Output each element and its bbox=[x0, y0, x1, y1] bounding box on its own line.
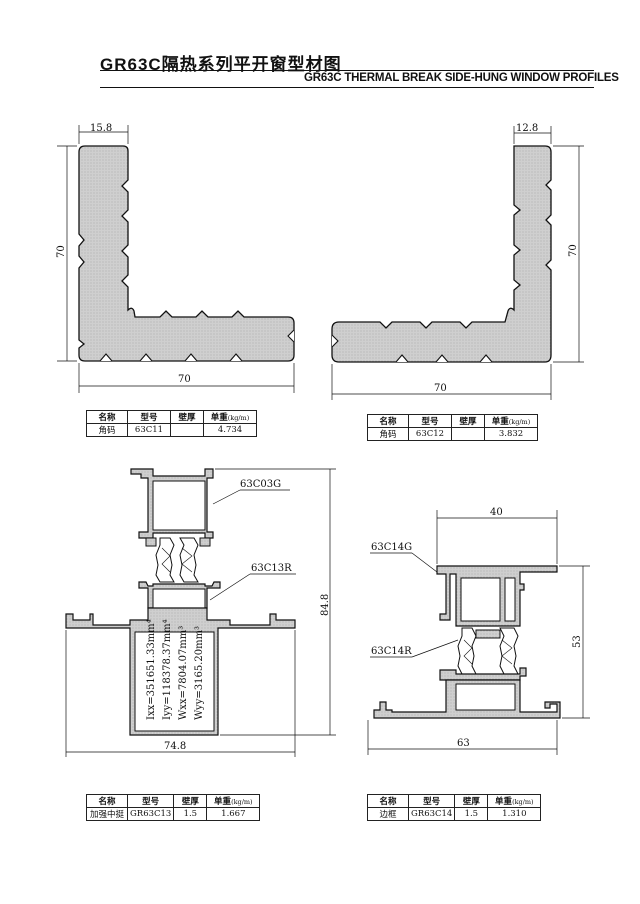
cell-weight: 1.310 bbox=[487, 807, 542, 821]
cell-name: 角码 bbox=[367, 427, 409, 441]
th-weight: 单重(kg/m) bbox=[206, 794, 261, 808]
prop-wxx: Wxx=7804.07mm³ bbox=[178, 626, 189, 720]
cell-model: GR63C14 bbox=[407, 807, 456, 821]
spec-table-gr63c13: 名称 型号 壁厚 单重(kg/m) 加强中挺 GR63C13 1.5 1.667 bbox=[86, 794, 261, 821]
dim-c12-width: 70 bbox=[434, 383, 447, 394]
dim-c12-top: 12.8 bbox=[516, 123, 538, 134]
dim-c14-top: 40 bbox=[490, 507, 503, 518]
cell-wall: 1.5 bbox=[454, 807, 489, 821]
table-row: 角码 63C12 3.832 bbox=[367, 427, 538, 441]
cell-weight: 4.734 bbox=[203, 423, 257, 437]
th-model: 型号 bbox=[127, 410, 171, 424]
cell-weight: 1.667 bbox=[206, 807, 261, 821]
callout-63c03g: 63C03G bbox=[240, 479, 281, 490]
title-chinese: GR63C隔热系列平开窗型材图 bbox=[100, 55, 342, 74]
spec-table-63c11: 名称 型号 壁厚 单重(kg/m) 角码 63C11 4.734 bbox=[86, 410, 257, 437]
profile-gr63c14: 63C14G 63C14R 40 53 63 bbox=[367, 507, 590, 755]
title-english: GR63C THERMAL BREAK SIDE-HUNG WINDOW PRO… bbox=[304, 72, 619, 84]
dim-c14-height: 53 bbox=[572, 635, 583, 648]
prop-ixx: Ixx=351651.33mm⁴ bbox=[146, 619, 157, 720]
th-model: 型号 bbox=[408, 414, 452, 428]
profile-63c12: 12.8 70 70 bbox=[331, 123, 584, 400]
cell-model: GR63C13 bbox=[126, 807, 175, 821]
th-name: 名称 bbox=[367, 414, 409, 428]
cell-model: 63C12 bbox=[408, 427, 452, 441]
spec-table-63c12: 名称 型号 壁厚 单重(kg/m) 角码 63C12 3.832 bbox=[367, 414, 538, 441]
th-weight: 单重(kg/m) bbox=[203, 410, 257, 424]
table-row: 加强中挺 GR63C13 1.5 1.667 bbox=[86, 807, 261, 821]
th-model: 型号 bbox=[126, 794, 175, 808]
profile-gr63c13: Ixx=351651.33mm⁴ Iyy=118378.37mm⁴ Wxx=78… bbox=[65, 468, 336, 757]
dim-c13-width: 74.8 bbox=[164, 741, 186, 752]
prop-wyy: Wyy=3165.20mm³ bbox=[194, 626, 205, 720]
cell-name: 边框 bbox=[367, 807, 409, 821]
dim-c11-width: 70 bbox=[178, 374, 191, 385]
cell-name: 加强中挺 bbox=[86, 807, 128, 821]
dim-c12-height: 70 bbox=[568, 244, 579, 257]
th-weight: 单重(kg/m) bbox=[487, 794, 542, 808]
cell-weight: 3.832 bbox=[484, 427, 538, 441]
profile-63c11: 15.8 70 70 bbox=[56, 123, 295, 393]
th-wall: 壁厚 bbox=[451, 414, 485, 428]
th-name: 名称 bbox=[367, 794, 409, 808]
callout-63c14g: 63C14G bbox=[371, 542, 412, 553]
cell-wall: 1.5 bbox=[173, 807, 208, 821]
callout-63c14r: 63C14R bbox=[371, 646, 412, 657]
title-rule bbox=[100, 87, 594, 88]
dim-c11-height: 70 bbox=[56, 245, 67, 258]
dim-c11-top: 15.8 bbox=[90, 123, 112, 134]
cell-model: 63C11 bbox=[127, 423, 171, 437]
th-name: 名称 bbox=[86, 410, 128, 424]
cell-wall bbox=[170, 423, 204, 437]
cell-wall bbox=[451, 427, 485, 441]
th-wall: 壁厚 bbox=[173, 794, 208, 808]
th-wall: 壁厚 bbox=[170, 410, 204, 424]
th-model: 型号 bbox=[407, 794, 456, 808]
th-name: 名称 bbox=[86, 794, 128, 808]
prop-iyy: Iyy=118378.37mm⁴ bbox=[162, 619, 173, 720]
th-weight: 单重(kg/m) bbox=[484, 414, 538, 428]
spec-table-gr63c14: 名称 型号 壁厚 单重(kg/m) 边框 GR63C14 1.5 1.310 bbox=[367, 794, 542, 821]
cell-name: 角码 bbox=[86, 423, 128, 437]
th-wall: 壁厚 bbox=[454, 794, 489, 808]
dim-c14-width: 63 bbox=[457, 738, 470, 749]
callout-63c13r: 63C13R bbox=[251, 563, 292, 574]
dim-c13-height: 84.8 bbox=[320, 594, 331, 616]
title-rule bbox=[100, 70, 594, 71]
table-row: 角码 63C11 4.734 bbox=[86, 423, 257, 437]
table-row: 边框 GR63C14 1.5 1.310 bbox=[367, 807, 542, 821]
